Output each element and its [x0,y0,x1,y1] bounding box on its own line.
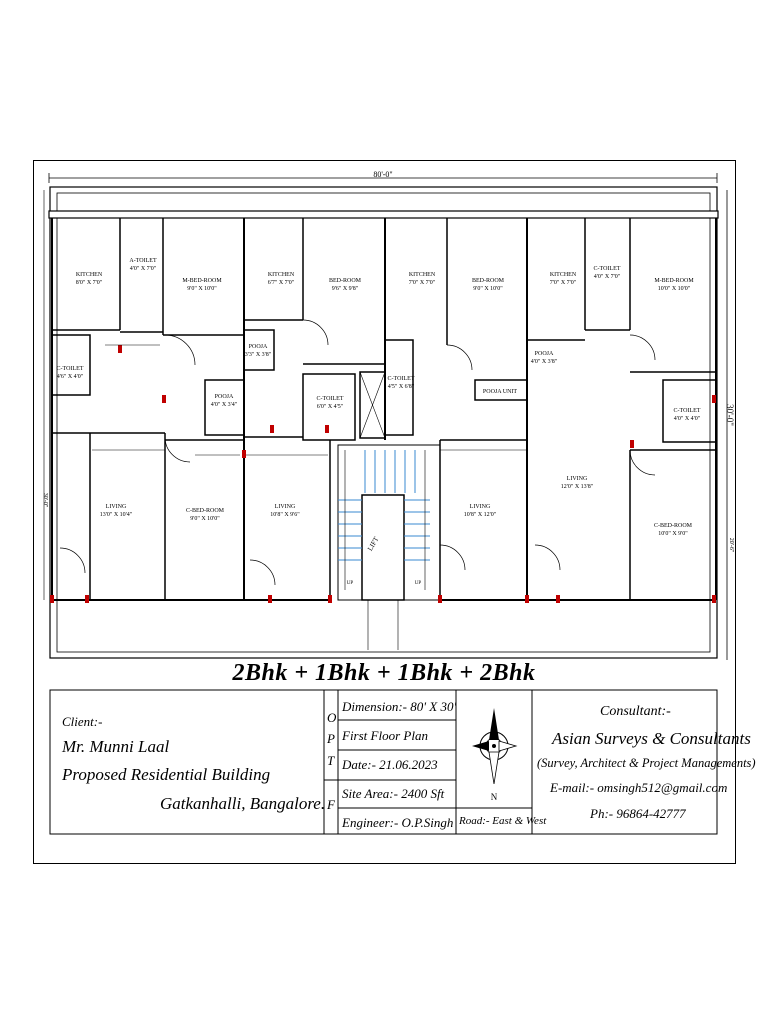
room-name-t4: C-TOILET [594,266,621,272]
room-name-t1: A-TOILET [129,258,157,264]
room-name-l2: LIVING [275,504,296,510]
side-dim-right: 20'-6" [728,538,734,553]
opt-letter-t: T [327,753,335,768]
room-size-l2: 10'8" X 9'6" [270,512,300,518]
opt-letter-p: P [327,731,335,746]
project-name: Proposed Residential Building [62,765,271,784]
room-size-t4: 4'0" X 7'0" [594,274,621,280]
room-size-b2: 9'6" X 9'8" [332,286,359,292]
client-name: Mr. Munni Laal [62,737,170,756]
stair-up-right: UP [415,581,422,586]
project-location: Gatkanhalli, Bangalore. [160,794,326,813]
room-name-k2: KITCHEN [268,272,295,278]
room-name-ct3: C-TOILET [388,376,415,382]
room-name-p2: POOJA [249,344,268,350]
room-name-k3: KITCHEN [409,272,436,278]
room-size-p2: 3'3" X 3'8" [245,352,272,358]
room-size-t1: 4'0" X 7'0" [130,266,157,272]
consultant-email: E-mail:- omsingh512@gmail.com [550,780,728,795]
room-size-mb4: 10'0" X 10'0" [658,286,691,292]
room-size-ct3: 4'5" X 6'8" [388,384,415,390]
client-label: Client:- [62,714,103,729]
room-name-cb1: C-BED-ROOM [186,508,225,514]
room-name-ct1: C-TOILET [57,366,84,372]
room-size-ct2: 6'0" X 4'5" [317,404,344,410]
dimension-field: Dimension:- 80' X 30' [342,699,457,714]
room-name-l1: LIVING [106,504,127,510]
room-size-k2: 6'7" X 7'0" [268,280,295,286]
room-size-mb1: 9'0" X 10'0" [187,286,217,292]
room-name-p1: POOJA [215,394,234,400]
consultant-phone: Ph:- 96864-42777 [590,806,686,821]
room-size-k4: 7'0" X 7'0" [550,280,577,286]
drawing-sheet-border [33,160,736,864]
room-size-b3: 9'0" X 10'0" [473,286,503,292]
room-size-p1: 4'0" X 3'4" [211,402,238,408]
room-name-k1: KITCHEN [76,272,103,278]
opt-letter-o: O [327,710,337,725]
overall-width-dim: 80'-0" [373,170,392,179]
room-name-ct2: C-TOILET [317,396,344,402]
room-size-l1: 13'0" X 10'4" [100,512,133,518]
room-name-k4: KITCHEN [550,272,577,278]
lift-label: LIFT [366,535,381,552]
floor-field: First Floor Plan [342,728,428,743]
consultant-label: Consultant:- [600,704,671,719]
room-size-cb1: 9'0" X 10'0" [190,516,220,522]
consultant-description: (Survey, Architect & Project Managements… [537,756,756,770]
room-name-l3: LIVING [470,504,491,510]
room-size-cb4: 10'0" X 9'0" [658,531,688,537]
f-letter: F [327,797,335,812]
date-field: Date:- 21.06.2023 [342,757,438,772]
room-name-l4: LIVING [567,476,588,482]
room-name-mb4: M-BED-ROOM [654,278,694,284]
room-name-b2: BED-ROOM [329,278,362,284]
room-size-l3: 10'8" X 12'0" [464,512,497,518]
engineer-field: Engineer:- O.P.Singh [342,815,454,830]
room-name-cb4: C-BED-ROOM [654,523,693,529]
overall-depth-dim: 30'-0" [725,404,735,426]
site-area-field: Site Area:- 2400 Sft [342,786,445,801]
room-size-k3: 7'0" X 7'0" [409,280,436,286]
room-name-b3: BED-ROOM [472,278,505,284]
consultant-name: Asian Surveys & Consultants [552,729,751,748]
room-size-k1: 8'0" X 7'0" [76,280,103,286]
room-size-p3: 4'0" X 3'8" [531,359,558,365]
north-label: N [491,792,498,802]
side-dim-left: 30'-0" [42,493,48,508]
room-name-ct4: C-TOILET [674,408,701,414]
road-field: Road:- East & West [459,815,547,827]
room-name-mb1: M-BED-ROOM [182,278,222,284]
room-size-ct1: 4'6" X 4'0" [57,374,84,380]
room-size-ct4: 4'0" X 4'0" [674,416,701,422]
north-arrow-icon [472,708,518,785]
room-name-p3u: POOJA UNIT [483,389,518,395]
unit-configuration-headline: 2Bhk + 1Bhk + 1Bhk + 2Bhk [232,660,536,686]
stair-up-left: UP [347,581,354,586]
room-size-l4: 12'0" X 13'8" [561,484,594,490]
room-name-p3: POOJA [535,351,554,357]
